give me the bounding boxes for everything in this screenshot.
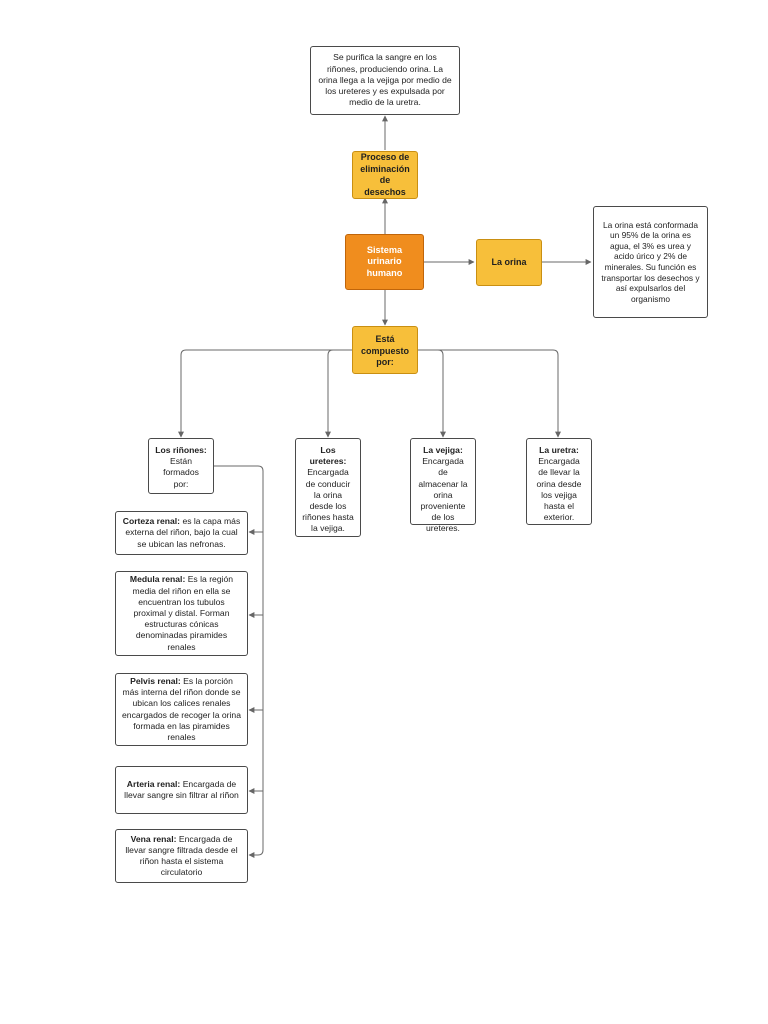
urine-description: La orina está conformada un 95% de la or…	[593, 206, 708, 318]
renal-vein-title: Vena renal:	[130, 833, 177, 844]
urethra-text: Encargada de llevar la orina desde los v…	[536, 456, 582, 523]
kidneys-node: Los riñones:Están formados por:	[148, 438, 214, 494]
bladder-node: La vejiga:Encargada de almacenar la orin…	[410, 438, 476, 533]
edge-compuesto-ureteres	[325, 349, 385, 438]
kidneys-title: Los riñones:	[155, 445, 207, 455]
edge-compuesto-rinones	[178, 349, 352, 438]
ureters-node: Los ureteres:Encargada de conducir la or…	[295, 438, 361, 537]
renal-artery-text: Encargada de llevar sangre sin filtrar a…	[124, 778, 239, 800]
renal-vein-text: Encargada de llevar sangre filtrada desd…	[125, 833, 238, 878]
renal-pelvis-text: Es la porción más interna del riñon dond…	[122, 675, 241, 742]
renal-artery-node: Arteria renal: Encargada de llevar sangr…	[115, 766, 248, 814]
kidneys-text: Están formados por:	[163, 456, 199, 489]
renal-cortex-node: Corteza renal: es la capa más externa de…	[115, 511, 248, 555]
ureters-text: Encargada de conducir la orina desde los…	[302, 467, 354, 534]
urethra-node: La uretra:Encargada de llevar la orina d…	[526, 438, 592, 525]
urinary-system-node: Sistema urinario humano	[345, 234, 424, 290]
ureters-title: Los ureteres:	[309, 445, 347, 467]
renal-pelvis-title: Pelvis renal:	[130, 675, 181, 686]
urine-node: La orina	[476, 239, 542, 286]
bladder-text: Encargada de almacenar la orina provenie…	[418, 456, 468, 534]
edge-rinones-trunk	[214, 465, 264, 856]
renal-medulla-title: Medula renal:	[129, 574, 186, 585]
bladder-title: La vejiga:	[423, 445, 463, 455]
renal-cortex-title: Corteza renal:	[122, 516, 181, 527]
renal-vein-node: Vena renal: Encargada de llevar sangre f…	[115, 829, 248, 883]
renal-artery-title: Arteria renal:	[126, 778, 181, 789]
edge-compuesto-uretra	[417, 349, 561, 438]
renal-pelvis-node: Pelvis renal: Es la porción más interna …	[115, 673, 248, 746]
composed-of-node: Está compuesto por:	[352, 326, 418, 374]
purification-note: Se purifica la sangre en los riñones, pr…	[310, 46, 460, 115]
renal-medulla-text: Es la región media del riñon en ella se …	[132, 574, 234, 652]
urethra-title: La uretra:	[539, 445, 579, 455]
renal-cortex-text: es la capa más externa del riñon, bajo l…	[125, 516, 241, 549]
renal-medulla-node: Medula renal: Es la región media del riñ…	[115, 571, 248, 656]
process-node: Proceso de eliminación de desechos	[352, 151, 418, 199]
